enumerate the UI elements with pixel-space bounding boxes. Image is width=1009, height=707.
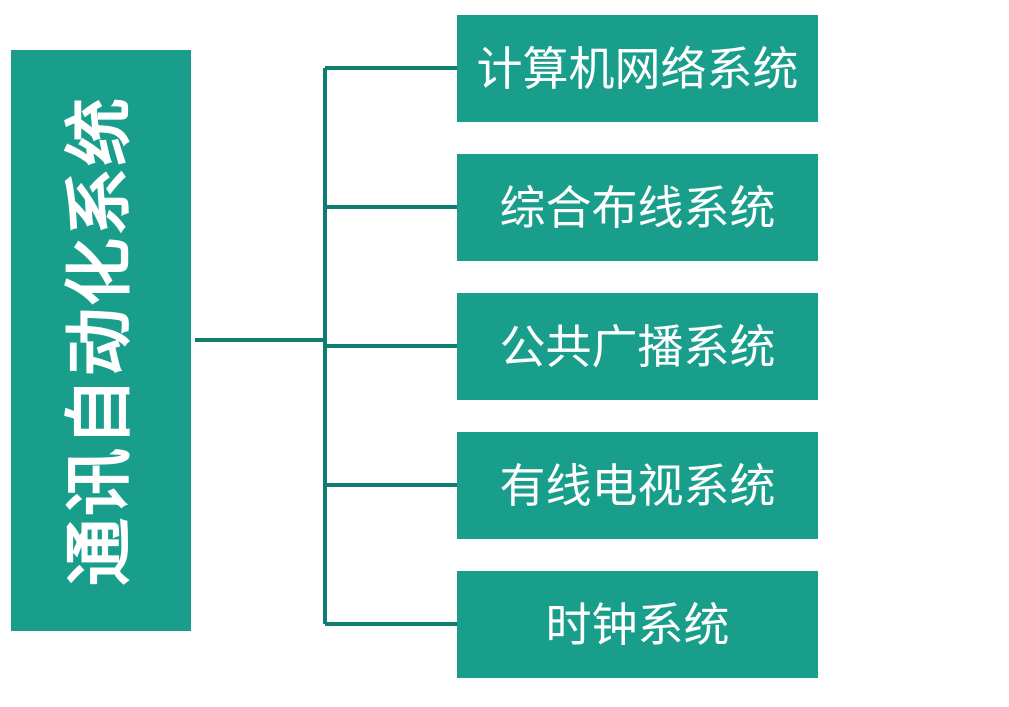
child-node-cabling: 综合布线系统 (457, 154, 818, 261)
child-node-label: 计算机网络系统 (476, 41, 799, 96)
root-node: 通讯自动化系统 (11, 50, 191, 631)
child-node-label: 时钟系统 (545, 597, 730, 652)
child-node-network: 计算机网络系统 (457, 15, 818, 122)
child-node-clock: 时钟系统 (457, 571, 818, 678)
child-node-label: 有线电视系统 (499, 458, 776, 513)
child-node-label: 公共广播系统 (499, 319, 776, 374)
child-node-label: 综合布线系统 (499, 180, 776, 235)
child-node-broadcast: 公共广播系统 (457, 293, 818, 400)
root-node-label: 通讯自动化系统 (61, 95, 141, 586)
child-node-cable-tv: 有线电视系统 (457, 432, 818, 539)
